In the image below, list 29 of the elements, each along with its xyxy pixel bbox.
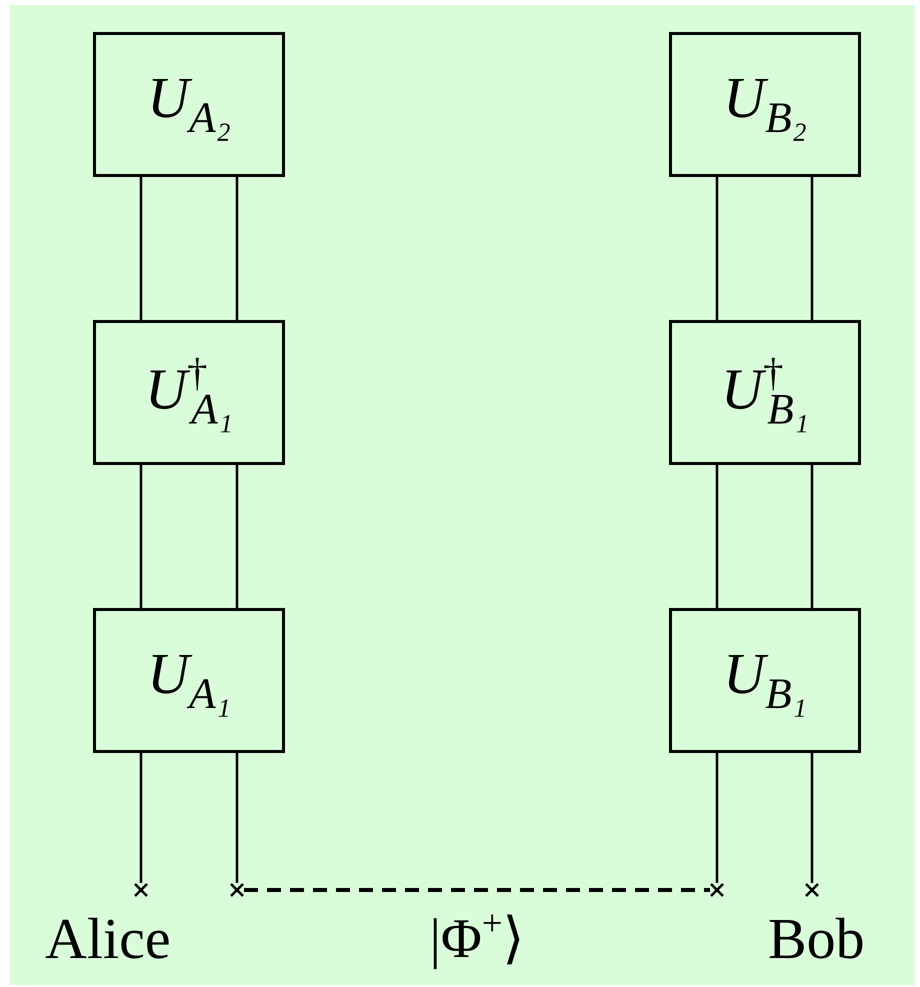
- dashed-connector: [244, 888, 710, 892]
- party-label: Alice: [45, 910, 171, 968]
- wire: [140, 177, 142, 320]
- gate-box: [93, 320, 285, 465]
- gate-symbol: U$_{A₁}$: [147, 644, 231, 716]
- wire: [810, 177, 814, 320]
- cross-mark: [710, 883, 724, 897]
- wire: [810, 465, 814, 608]
- wire: [140, 465, 142, 608]
- wire: [810, 753, 814, 883]
- gate-box: [669, 320, 861, 465]
- wire: [236, 753, 238, 883]
- cross-mark: [134, 883, 148, 897]
- gate-box: [669, 608, 861, 753]
- cross-mark: [230, 883, 244, 897]
- wire: [716, 753, 718, 883]
- wire: [236, 177, 238, 320]
- gate-box: [93, 608, 285, 753]
- gate-box: [93, 32, 285, 177]
- gate-symbol: U$_{A₂}$: [147, 68, 231, 140]
- gate-symbol: U$_{B₂}$: [723, 68, 807, 140]
- wire: [716, 177, 718, 320]
- wire: [236, 465, 238, 608]
- wire: [140, 753, 142, 883]
- party-label: Bob: [768, 910, 865, 968]
- wire: [716, 465, 718, 608]
- gate-box: [669, 32, 861, 177]
- cross-mark: [805, 883, 819, 897]
- gate-symbol: U$_{B₁}$: [723, 644, 807, 716]
